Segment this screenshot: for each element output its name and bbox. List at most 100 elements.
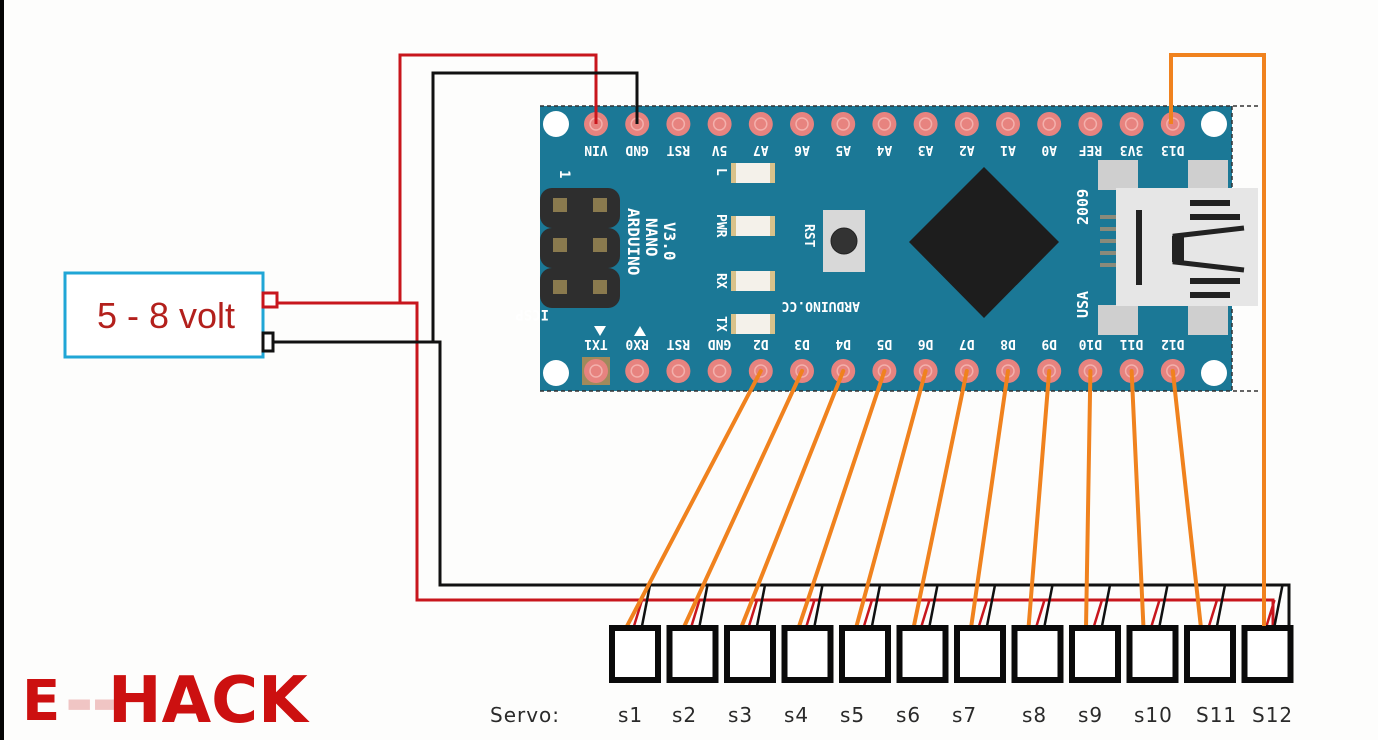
servo-5 bbox=[839, 625, 891, 683]
servo-9 bbox=[1069, 625, 1121, 683]
bottom-pin-label: D8 bbox=[1000, 336, 1016, 351]
led-rx: RX bbox=[713, 271, 775, 291]
mount-hole bbox=[1201, 360, 1227, 386]
pin-ring bbox=[671, 117, 686, 131]
pin-ring bbox=[589, 364, 603, 378]
pin-pad-rst bbox=[666, 359, 691, 383]
led-rx-label: RX bbox=[713, 273, 728, 289]
top-pin-label: A0 bbox=[1041, 142, 1057, 157]
pin-ring bbox=[795, 364, 809, 378]
led-l: L bbox=[713, 163, 775, 183]
servo-10 bbox=[1126, 625, 1179, 683]
pin-ring bbox=[960, 117, 974, 131]
bottom-pin-label: D9 bbox=[1041, 336, 1057, 351]
pin-pad-ref bbox=[1078, 112, 1103, 136]
led-l-label: L bbox=[713, 168, 728, 176]
ehack-logo: E ▬▬ HACK bbox=[22, 664, 310, 738]
signal-wire-d2 bbox=[624, 369, 763, 630]
servo-wires bbox=[624, 369, 1284, 630]
servo-label: s6 bbox=[896, 703, 921, 727]
year-label: 2009 bbox=[1074, 189, 1092, 225]
bottom-pin-label: D3 bbox=[794, 336, 810, 351]
servo-3 bbox=[724, 625, 776, 683]
bottom-pin-label: D11 bbox=[1120, 336, 1144, 351]
servo-label: s1 bbox=[618, 703, 643, 727]
servo-2 bbox=[666, 625, 719, 683]
negative-terminal bbox=[261, 331, 275, 353]
servo-label: s2 bbox=[672, 703, 697, 727]
servo-label: s4 bbox=[784, 703, 809, 727]
servo-power-lead bbox=[690, 599, 701, 627]
pin-pad-a7 bbox=[748, 112, 773, 136]
servo-1 bbox=[609, 625, 661, 683]
pin-ring bbox=[836, 117, 850, 131]
pin-pad-5v bbox=[707, 112, 732, 136]
pin-pad-rst bbox=[666, 112, 691, 136]
servo-ground-lead bbox=[1100, 584, 1112, 627]
servo-ground-lead bbox=[640, 584, 652, 627]
signal-wire-d7 bbox=[911, 369, 969, 630]
tx-arrow-icon bbox=[594, 326, 606, 336]
servo-power-lead bbox=[805, 599, 816, 627]
bottom-pin-label: D7 bbox=[959, 336, 975, 351]
left-edge-bar bbox=[0, 0, 4, 740]
pin-ring bbox=[1083, 117, 1098, 131]
icsp-pin1-label: 1 bbox=[556, 170, 572, 178]
top-pin-label: A7 bbox=[753, 142, 769, 157]
top-pin-label: A1 bbox=[1000, 142, 1016, 157]
board-name-line3: V3.0 bbox=[660, 222, 679, 261]
reset-button: RST bbox=[801, 210, 865, 272]
led-pwr-label: PWR bbox=[713, 214, 728, 238]
bottom-pin-label: D5 bbox=[877, 336, 893, 351]
logo-letter-e: E bbox=[22, 669, 60, 734]
servo-prefix-label: Servo: bbox=[490, 703, 560, 727]
pin-ring bbox=[1042, 117, 1056, 131]
servo-row bbox=[609, 625, 1294, 683]
board-name-line2: NANO bbox=[642, 218, 661, 257]
servo-power-lead bbox=[747, 599, 759, 627]
signal-wire-d8 bbox=[969, 369, 1010, 630]
servo-label: s5 bbox=[840, 703, 865, 727]
mount-hole bbox=[1201, 111, 1227, 137]
bottom-pin-label: RX0 bbox=[625, 336, 649, 351]
pin-ring bbox=[754, 364, 768, 378]
pin-ring bbox=[630, 364, 644, 378]
servo-4 bbox=[781, 625, 834, 683]
servo-power-lead bbox=[920, 599, 931, 627]
servo-label: S11 bbox=[1196, 703, 1237, 727]
servo-power-lead bbox=[977, 599, 989, 627]
pin-ring bbox=[671, 364, 686, 378]
signal-wire-d11 bbox=[1129, 369, 1146, 630]
signal-wire-d9 bbox=[1026, 369, 1052, 630]
logo-blur: ▬▬ bbox=[66, 686, 119, 719]
country-label: USA bbox=[1074, 291, 1092, 318]
signal-wire-d5 bbox=[796, 369, 887, 630]
servo-power-lead bbox=[862, 599, 874, 627]
servo-ground-lead bbox=[1273, 584, 1284, 627]
servo-label: s7 bbox=[952, 703, 977, 727]
pin-ring bbox=[754, 117, 768, 131]
bottom-pin-label: D2 bbox=[753, 336, 769, 351]
top-pin-label: RST bbox=[666, 142, 690, 157]
pin-ring bbox=[795, 117, 809, 131]
pin-pad-a4 bbox=[872, 112, 897, 136]
led-tx: TX bbox=[713, 314, 775, 334]
servo-ground-lead bbox=[985, 584, 997, 627]
microcontroller-chip bbox=[909, 167, 1059, 318]
top-pin-label: 5V bbox=[712, 142, 728, 157]
servo-ground-lead bbox=[1158, 584, 1169, 627]
servo-power-lead bbox=[1035, 599, 1046, 627]
servo-ground-lead bbox=[813, 584, 824, 627]
servo-ground-lead bbox=[928, 584, 939, 627]
bottom-pin-label: D10 bbox=[1078, 336, 1102, 351]
servo-label: s3 bbox=[728, 703, 753, 727]
bottom-pin-label: RST bbox=[666, 336, 690, 351]
pin-ring bbox=[712, 117, 727, 131]
board-name-line1: ARDUINO bbox=[624, 208, 643, 275]
bottom-pin-label: GND bbox=[708, 336, 732, 351]
